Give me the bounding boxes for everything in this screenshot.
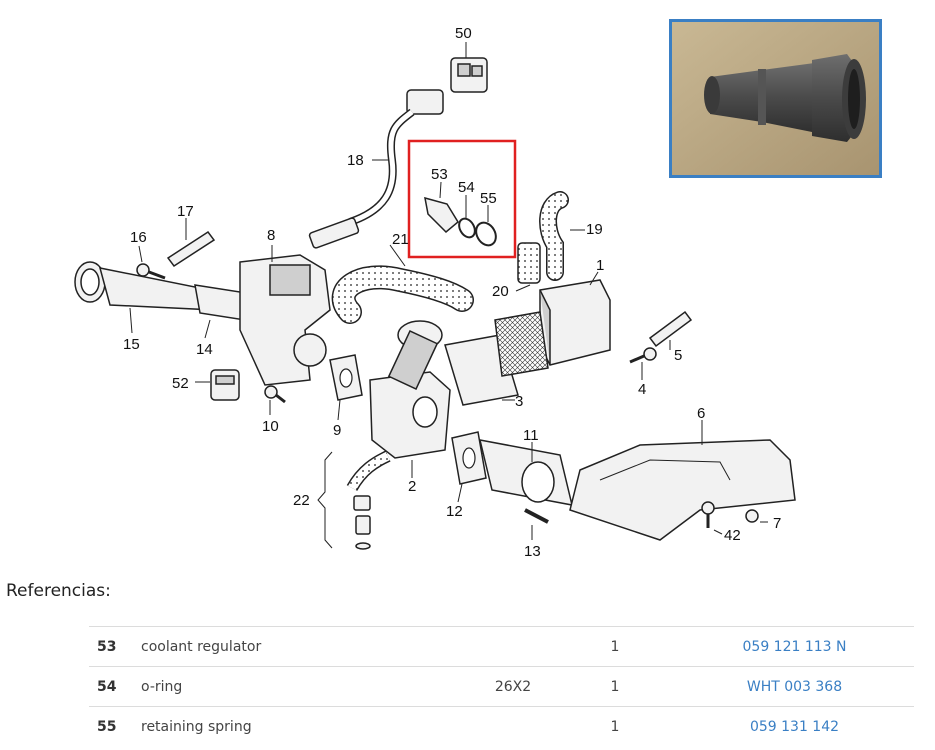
references-heading: Referencias: xyxy=(6,581,111,601)
part-description: coolant regulator xyxy=(141,626,471,667)
table-row: 53 coolant regulator 1 059 121 113 N xyxy=(89,626,914,667)
callout-22: 22 xyxy=(293,492,310,509)
part-55-retaining-spring xyxy=(475,205,497,247)
part-11-pipe xyxy=(479,439,573,506)
part-description: retaining spring xyxy=(141,706,471,746)
callout-20: 20 xyxy=(492,283,509,300)
part-14-gasket xyxy=(194,284,246,339)
callout-10: 10 xyxy=(262,418,279,435)
callout-52: 52 xyxy=(172,375,189,392)
callout-54: 54 xyxy=(458,179,475,196)
callout-50: 50 xyxy=(455,25,472,42)
part-19-hose xyxy=(539,191,585,281)
part-52-sensor xyxy=(195,369,240,401)
part-53-coolant-regulator xyxy=(424,181,459,234)
part-20-hose xyxy=(515,242,541,292)
coolant-regulator-photo xyxy=(669,19,882,178)
callout-53: 53 xyxy=(431,166,448,183)
part-2-egr-valve xyxy=(369,320,451,478)
callout-2: 2 xyxy=(408,478,416,495)
references-table: 53 coolant regulator 1 059 121 113 N 54 … xyxy=(89,626,914,746)
part-number-link[interactable]: WHT 003 368 xyxy=(746,678,843,695)
callout-4: 4 xyxy=(638,381,646,398)
part-17-sealant xyxy=(166,218,216,268)
part-number-link[interactable]: 059 131 142 xyxy=(749,718,840,735)
part-22-hose-and-fittings xyxy=(317,450,391,550)
callout-14: 14 xyxy=(196,341,213,358)
part-12-gasket xyxy=(451,431,487,503)
part-10-bolt xyxy=(264,385,286,415)
part-3-gasket xyxy=(444,311,549,406)
part-15-pipe xyxy=(74,261,217,334)
part-50-connector xyxy=(450,42,488,93)
part-spec xyxy=(471,626,555,667)
callout-15: 15 xyxy=(123,336,140,353)
part-54-o-ring xyxy=(458,195,476,239)
part-9-gasket xyxy=(329,354,363,421)
part-1-egr-cooler xyxy=(539,271,611,366)
callout-6: 6 xyxy=(697,405,705,422)
table-row: 54 o-ring 26X2 1 WHT 003 368 xyxy=(89,666,914,707)
part-42-bolt xyxy=(701,501,723,535)
callout-1: 1 xyxy=(596,257,604,274)
callout-17: 17 xyxy=(177,203,194,220)
part-number-link[interactable]: 059 121 113 N xyxy=(742,638,847,655)
part-number-index: 55 xyxy=(89,706,141,746)
part-8-valve-housing xyxy=(239,245,331,386)
part-quantity: 1 xyxy=(555,666,675,707)
callout-16: 16 xyxy=(130,229,147,246)
callout-42: 42 xyxy=(724,527,741,544)
callout-7: 7 xyxy=(773,515,781,532)
part-number-index: 53 xyxy=(89,626,141,667)
part-5-sealant xyxy=(648,310,693,350)
part-16-bolt xyxy=(136,245,166,280)
callout-11: 11 xyxy=(523,427,539,444)
callout-19: 19 xyxy=(586,221,603,238)
part-4-bolt xyxy=(629,347,657,380)
part-description: o-ring xyxy=(141,666,471,707)
table-row: 55 retaining spring 1 059 131 142 xyxy=(89,706,914,746)
callout-55: 55 xyxy=(480,190,497,207)
exploded-parts-diagram: 50 18 53 54 55 19 21 1 20 17 16 8 15 14 … xyxy=(74,25,796,560)
part-6-heat-shield xyxy=(569,420,796,541)
callout-12: 12 xyxy=(446,503,463,520)
part-18-sensor-cable xyxy=(308,89,444,249)
part-quantity: 1 xyxy=(555,706,675,746)
part-spec: 26X2 xyxy=(471,666,555,707)
callout-9: 9 xyxy=(333,422,341,439)
callout-13: 13 xyxy=(524,543,541,560)
callout-18: 18 xyxy=(347,152,364,169)
part-number-index: 54 xyxy=(89,666,141,707)
part-21-hose xyxy=(331,244,474,324)
part-13-bolt xyxy=(524,508,549,540)
part-quantity: 1 xyxy=(555,626,675,667)
part-7-bolt xyxy=(745,509,768,523)
callout-21: 21 xyxy=(392,231,409,248)
callout-5: 5 xyxy=(674,347,682,364)
part-spec xyxy=(471,706,555,746)
callout-8: 8 xyxy=(267,227,275,244)
highlighted-parts-box xyxy=(407,139,517,259)
callout-3: 3 xyxy=(515,393,523,410)
callout-labels: 50 18 53 54 55 19 21 1 20 17 16 8 15 14 … xyxy=(123,25,781,560)
